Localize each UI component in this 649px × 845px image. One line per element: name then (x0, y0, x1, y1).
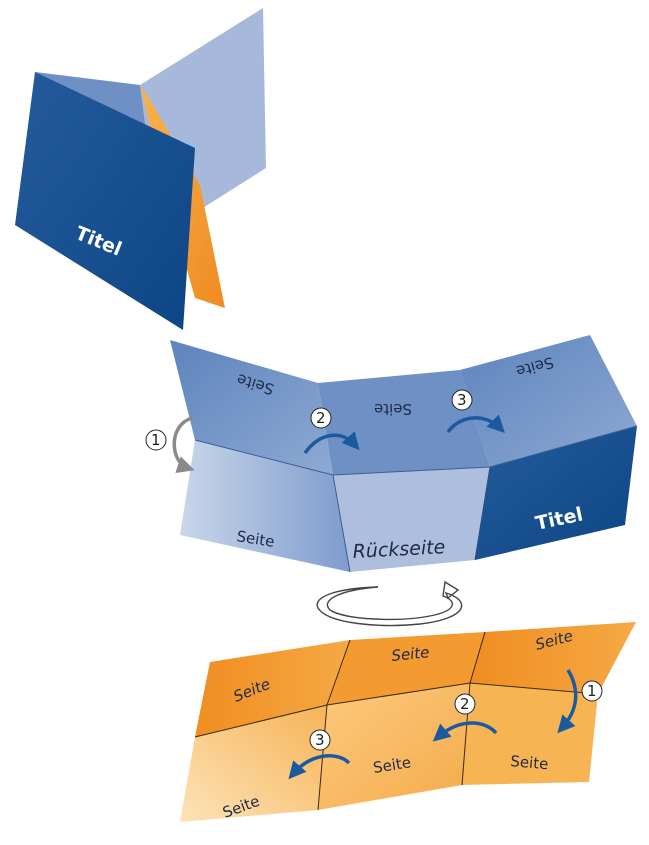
mid-step2-arrow (303, 431, 360, 455)
mid-back-panel-left (170, 340, 333, 475)
bot-step1-number: 1 (587, 682, 597, 700)
bot-upper-label-center: Seite (391, 643, 431, 665)
mid-step2-circle (310, 407, 332, 429)
mid-step3-number: 3 (457, 391, 467, 409)
top-front-panel (15, 72, 195, 330)
mid-step3-arrow (446, 414, 505, 434)
bottom-orange-sheet: Seite Seite Seite Seite Seite Seite 1 2 … (180, 622, 636, 822)
mid-back-panel-right (460, 335, 637, 467)
mid-front-label-center: Rückseite (352, 536, 446, 563)
bot-lower-label-right: Seite (510, 752, 549, 773)
bot-crease-1a (326, 639, 351, 706)
bot-upper-panel-right (470, 622, 636, 694)
bot-lower-label-center: Seite (372, 753, 412, 777)
bot-step3-number: 3 (315, 731, 325, 749)
mid-front-panel-right (475, 426, 637, 560)
mid-crease-2 (474, 466, 491, 561)
bot-step2-number: 2 (460, 695, 470, 713)
mid-front-panel-center (333, 467, 490, 572)
bot-upper-panel-left (195, 640, 350, 737)
bot-step1-circle (581, 680, 603, 702)
mid-crease-1 (332, 474, 351, 573)
flip-arrow-outline (316, 580, 463, 627)
bot-lower-panel-right (462, 683, 598, 785)
bot-fold-line (194, 682, 599, 738)
bot-lower-panel-center (318, 683, 470, 810)
mid-step3-circle (451, 389, 473, 411)
bot-step3-arrow (288, 754, 351, 780)
mid-front-label-left: Seite (235, 527, 275, 551)
mid-step2-number: 2 (316, 409, 326, 427)
mid-fold-line (194, 425, 638, 476)
bot-crease-2a (469, 631, 486, 684)
mid-step1-number: 1 (151, 431, 161, 449)
bot-step1-arrow (557, 669, 578, 734)
bot-step2-circle (454, 693, 476, 715)
bot-lower-panel-left (180, 705, 327, 822)
mid-step1-circle (145, 429, 167, 451)
mid-back-label-center: Seite (374, 400, 412, 418)
mid-back-panel-center (318, 370, 490, 475)
bot-step3-circle (309, 729, 331, 751)
middle-blue-sheet: Seite Seite Seite Seite Rückseite Titel … (145, 335, 638, 573)
mid-front-panel-left (180, 440, 350, 572)
top-folded-leaflet: Titel (15, 8, 266, 330)
bot-step2-arrow (432, 721, 498, 742)
mid-step1-arrow (172, 416, 195, 473)
flip-over-arrow (316, 580, 463, 627)
